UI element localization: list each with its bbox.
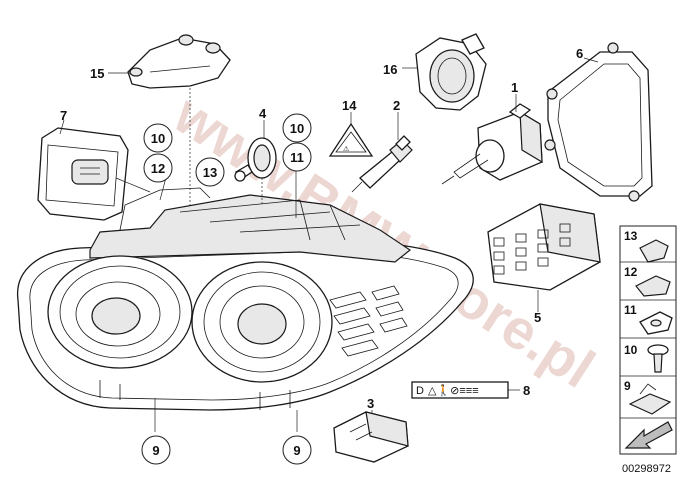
callout-14: 14 bbox=[342, 98, 357, 113]
part-8-label: D △🚶⊘≡≡≡ bbox=[411, 381, 509, 399]
circle-badge-10b: 10 bbox=[282, 113, 312, 143]
svg-text:11: 11 bbox=[290, 150, 304, 165]
circle-badge-9a: 9 bbox=[141, 435, 171, 465]
callout-3: 3 bbox=[367, 396, 374, 411]
circle-badge-10a: 10 bbox=[143, 123, 173, 153]
side-label-13: 13 bbox=[624, 229, 638, 243]
callout-5: 5 bbox=[534, 310, 541, 325]
part-14-warning-label: ⚠ bbox=[328, 122, 374, 157]
part-2-halogen-bulb bbox=[351, 135, 413, 193]
svg-text:△🚶⊘≡≡≡: △🚶⊘≡≡≡ bbox=[428, 384, 479, 397]
circle-badge-13: 13 bbox=[195, 157, 225, 187]
callout-6: 6 bbox=[576, 46, 583, 61]
svg-text:12: 12 bbox=[151, 161, 165, 176]
svg-text:9: 9 bbox=[152, 443, 159, 458]
callout-2: 2 bbox=[393, 98, 400, 113]
callout-1: 1 bbox=[511, 80, 518, 95]
label-8-text: D bbox=[416, 385, 424, 397]
part-15-cover bbox=[127, 34, 231, 89]
svg-text:13: 13 bbox=[203, 165, 217, 180]
side-label-11: 11 bbox=[624, 303, 637, 317]
side-label-12: 12 bbox=[624, 265, 638, 279]
callout-16: 16 bbox=[383, 62, 397, 77]
callout-15: 15 bbox=[90, 66, 104, 81]
part-7-control-unit bbox=[37, 127, 129, 221]
circle-badge-9b: 9 bbox=[282, 435, 312, 465]
part-5-led-module bbox=[487, 203, 601, 291]
svg-text:⚠: ⚠ bbox=[343, 145, 349, 153]
part-16-cap bbox=[415, 33, 487, 111]
callout-8: 8 bbox=[523, 383, 530, 398]
side-label-9: 9 bbox=[624, 379, 631, 393]
circle-badge-12: 12 bbox=[143, 153, 173, 183]
svg-text:10: 10 bbox=[151, 131, 165, 146]
svg-text:9: 9 bbox=[293, 443, 300, 458]
svg-text:10: 10 bbox=[290, 121, 304, 136]
part-4-bulb bbox=[234, 137, 277, 182]
callout-7: 7 bbox=[60, 108, 67, 123]
part-6-gasket bbox=[544, 42, 653, 202]
part-1-xenon-bulb bbox=[441, 103, 543, 185]
document-number: 00298972 bbox=[622, 463, 671, 475]
circle-badge-11: 11 bbox=[282, 142, 312, 172]
headlight-assembly bbox=[16, 187, 474, 411]
side-parts-panel: 13 12 11 10 9 bbox=[619, 225, 677, 455]
callout-4: 4 bbox=[259, 106, 267, 121]
side-label-10: 10 bbox=[624, 343, 638, 357]
part-3-ballast bbox=[333, 411, 409, 463]
